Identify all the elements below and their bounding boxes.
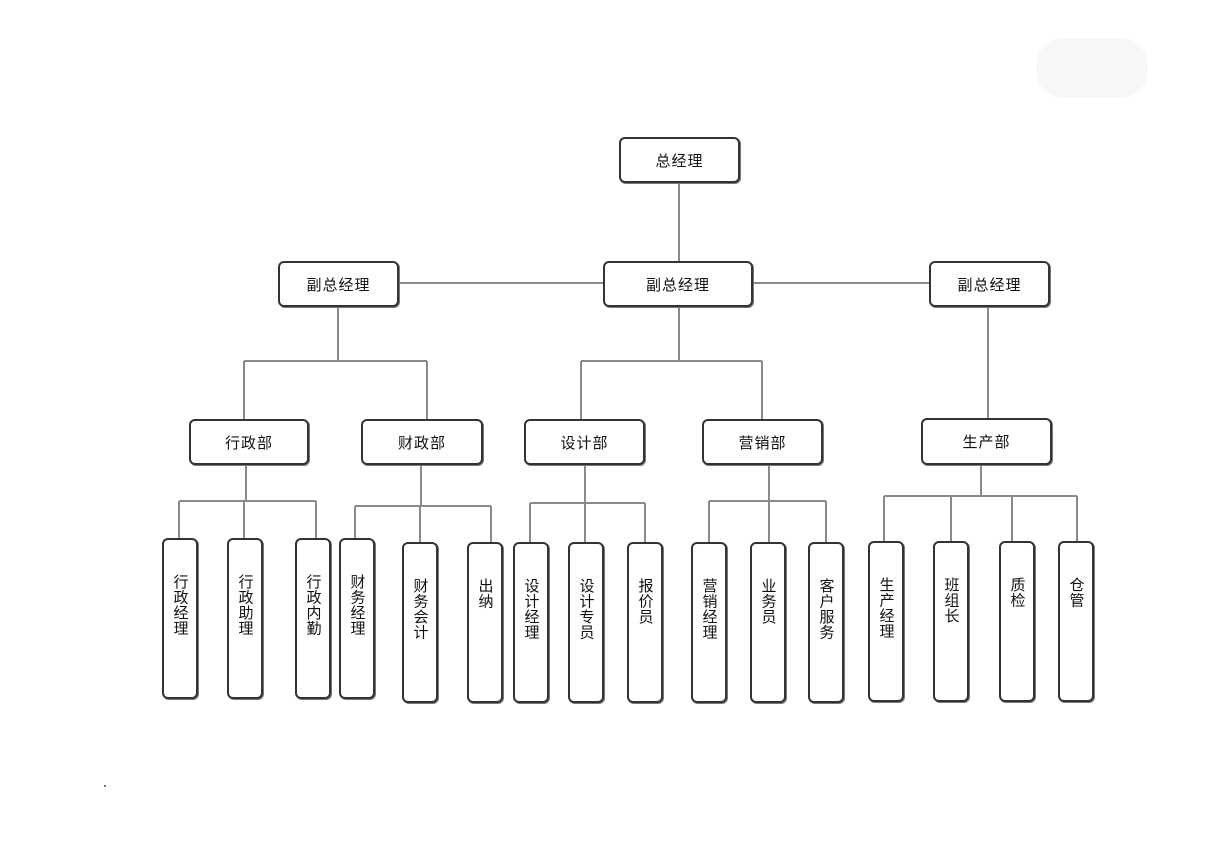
node-position: 业务员 [750, 542, 786, 703]
node-position: 财务会计 [402, 542, 438, 703]
node-position: 生产经理 [868, 541, 904, 702]
node-label: 副总经理 [645, 275, 710, 294]
node-deputy-left: 副总经理 [278, 261, 399, 307]
node-position: 行政内勤 [295, 538, 331, 699]
node-label: 营销经理 [700, 578, 719, 640]
node-dept-production: 生产部 [921, 418, 1052, 465]
node-label: 行政部 [224, 433, 273, 452]
node-dept-finance: 财政部 [361, 419, 483, 465]
node-position: 出纳 [467, 542, 503, 703]
node-position: 客户服务 [808, 542, 844, 703]
node-label: 质检 [1008, 577, 1027, 608]
node-label: 设计部 [560, 433, 609, 452]
node-position: 行政助理 [227, 538, 263, 699]
node-position: 班组长 [933, 541, 969, 702]
node-general-manager: 总经理 [619, 137, 740, 183]
node-label: 班组长 [942, 577, 961, 624]
node-position: 设计专员 [568, 542, 604, 703]
node-deputy-right: 副总经理 [929, 261, 1050, 307]
node-label: 设计专员 [577, 578, 596, 640]
node-label: 报价员 [636, 578, 655, 625]
node-label: 财务经理 [348, 574, 367, 636]
node-position: 营销经理 [691, 542, 727, 703]
node-label: 业务员 [759, 578, 778, 625]
node-label: 财务会计 [411, 578, 430, 640]
node-label: 仓管 [1067, 577, 1086, 608]
node-label: 行政经理 [171, 574, 190, 636]
node-label: 营销部 [738, 433, 787, 452]
node-position: 报价员 [627, 542, 663, 703]
node-label: 行政内勤 [304, 574, 323, 636]
node-dept-admin: 行政部 [189, 419, 309, 465]
node-label: 出纳 [476, 578, 495, 609]
node-deputy-middle: 副总经理 [603, 261, 753, 307]
node-position: 行政经理 [162, 538, 198, 699]
node-dept-design: 设计部 [524, 419, 645, 465]
node-dept-marketing: 营销部 [702, 419, 823, 465]
node-position: 设计经理 [513, 542, 549, 703]
node-label: 行政助理 [236, 574, 255, 636]
node-label: 总经理 [655, 151, 704, 170]
stray-dot [104, 785, 106, 787]
node-label: 设计经理 [522, 578, 541, 640]
node-label: 生产经理 [877, 577, 896, 639]
node-label: 生产部 [962, 433, 1011, 451]
node-position: 财务经理 [339, 538, 375, 699]
node-label: 副总经理 [306, 275, 371, 294]
node-label: 客户服务 [817, 578, 836, 640]
node-label: 副总经理 [957, 275, 1022, 294]
node-position: 仓管 [1058, 541, 1094, 702]
node-position: 质检 [999, 541, 1035, 702]
background-smudge [1036, 38, 1148, 98]
node-label: 财政部 [397, 433, 446, 452]
